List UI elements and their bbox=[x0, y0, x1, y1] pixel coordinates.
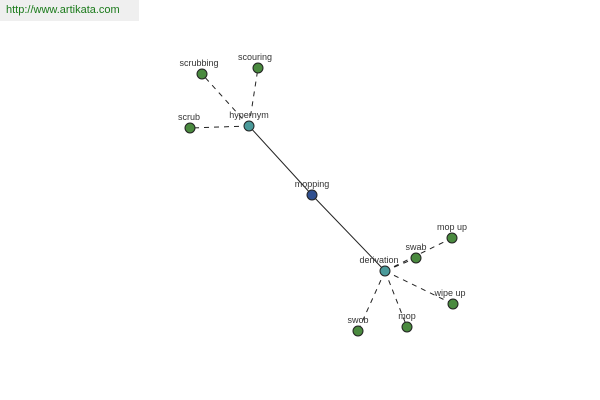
term-node-scrubbing-dot[interactable] bbox=[196, 68, 208, 80]
term-node-scrub-label[interactable]: scrub bbox=[178, 112, 200, 122]
graph-edges bbox=[189, 67, 454, 332]
term-node-wipe-up[interactable]: wipe up bbox=[433, 288, 466, 310]
term-node-swob-dot[interactable] bbox=[352, 325, 364, 337]
term-node-mop-up-dot[interactable] bbox=[446, 232, 458, 244]
relation-node-hypernym[interactable]: hypernym bbox=[229, 110, 269, 132]
term-node-mop[interactable]: mop bbox=[398, 311, 416, 333]
term-node-swob-label[interactable]: swob bbox=[347, 315, 368, 325]
term-node-swab[interactable]: swab bbox=[405, 242, 427, 264]
term-node-mop-dot[interactable] bbox=[401, 321, 413, 333]
term-node-scouring[interactable]: scouring bbox=[238, 52, 272, 74]
graph-nodes: mopping hypernym scrubbing scouring scrub der… bbox=[178, 52, 467, 337]
term-node-scrubbing-label[interactable]: scrubbing bbox=[179, 58, 218, 68]
term-node-scrubbing[interactable]: scrubbing bbox=[179, 58, 219, 80]
term-node-wipe-up-label[interactable]: wipe up bbox=[433, 288, 465, 298]
term-node-scrub-dot[interactable] bbox=[184, 122, 196, 134]
term-node-mop-up[interactable]: mop up bbox=[437, 222, 467, 244]
edge-hypernym-scrub bbox=[189, 125, 250, 129]
edge-derivation-mop-up bbox=[384, 237, 453, 272]
site-url-banner[interactable]: http://www.artikata.com bbox=[0, 0, 139, 21]
node-mopping-dot[interactable] bbox=[306, 189, 318, 201]
edge-hypernym-scrubbing bbox=[201, 73, 250, 127]
node-mopping-label[interactable]: mopping bbox=[295, 179, 330, 189]
relation-node-derivation-dot[interactable] bbox=[379, 265, 391, 277]
relation-node-hypernym-dot[interactable] bbox=[243, 120, 255, 132]
term-node-swab-label[interactable]: swab bbox=[405, 242, 426, 252]
edge-derivation-swob bbox=[357, 270, 386, 332]
term-node-scouring-label[interactable]: scouring bbox=[238, 52, 272, 62]
term-node-scrub[interactable]: scrub bbox=[178, 112, 200, 134]
relation-node-derivation-label[interactable]: derivation bbox=[359, 255, 398, 265]
edge-derivation-mop bbox=[384, 270, 408, 328]
term-node-mop-label[interactable]: mop bbox=[398, 311, 416, 321]
term-node-wipe-up-dot[interactable] bbox=[447, 298, 459, 310]
node-mopping[interactable]: mopping bbox=[295, 179, 330, 201]
relation-node-derivation[interactable]: derivation bbox=[359, 255, 399, 277]
term-node-swab-dot[interactable] bbox=[410, 252, 422, 264]
term-node-swob[interactable]: swob bbox=[347, 315, 369, 337]
edge-derivation-wipe-up bbox=[384, 270, 454, 305]
edge-center-derivation bbox=[311, 194, 386, 272]
term-node-scouring-dot[interactable] bbox=[252, 62, 264, 74]
term-node-mop-up-label[interactable]: mop up bbox=[437, 222, 467, 232]
edge-center-hypernym bbox=[248, 125, 313, 196]
relation-node-hypernym-label[interactable]: hypernym bbox=[229, 110, 269, 120]
